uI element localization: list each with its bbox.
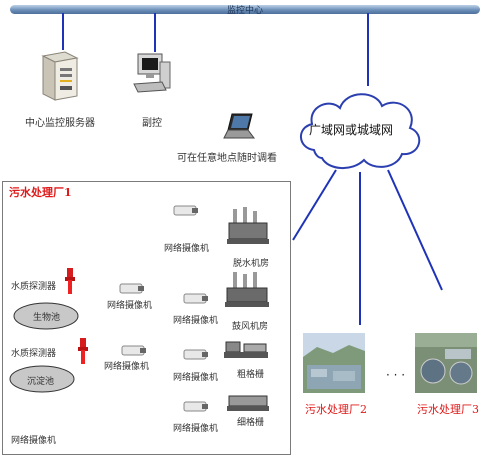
dewatering-house-icon <box>227 207 269 244</box>
server-label: 中心监控服务器 <box>25 118 95 129</box>
building1-label: 脱水机房 <box>233 259 270 269</box>
plant2-photo <box>303 333 365 393</box>
laptop-icon <box>223 113 255 139</box>
plant3-title: 污水处理厂3 <box>417 403 479 416</box>
settling-pool-icon <box>9 365 75 393</box>
control-label: 副控 <box>142 118 162 129</box>
monitoring-center-label: 监控中心 <box>226 6 263 16</box>
building2-label: 鼓风机房 <box>232 322 269 332</box>
water-quality-sensor-icon <box>65 268 75 294</box>
cam-right1-label: 网络摄像机 <box>173 316 219 326</box>
sensor1-label: 水质探测器 <box>11 282 57 292</box>
building3-label: 粗格栅 <box>237 370 265 380</box>
computer-icon <box>133 53 171 93</box>
water-quality-sensor-icon <box>78 338 88 364</box>
sensor2-label: 水质探测器 <box>11 349 57 359</box>
pool2-label: 沉淀池 <box>27 377 55 387</box>
more-plants-dots: · · · <box>386 368 406 382</box>
cam-top-label: 网络摄像机 <box>164 244 210 254</box>
plant3-link <box>387 169 443 291</box>
building4-label: 细格栅 <box>237 418 265 428</box>
blower-house-icon <box>225 272 269 307</box>
plant1-link <box>292 169 337 241</box>
network-camera-icon <box>119 283 144 294</box>
cam-bottom-label: 网络摄像机 <box>11 436 57 446</box>
network-label: 广域网或城域网 <box>309 123 394 137</box>
plant3-photo <box>415 333 477 393</box>
server-icon <box>41 51 79 101</box>
network-camera-icon <box>121 345 146 356</box>
bio-pool-icon <box>13 302 79 330</box>
network-camera-icon <box>183 401 208 412</box>
cam-mid2-label: 网络摄像机 <box>104 362 150 372</box>
mobile-view-label: 可在任意地点随时调看 <box>177 153 277 164</box>
plant1-title: 污水处理厂1 <box>9 186 72 199</box>
network-camera-icon <box>183 349 208 360</box>
plant2-title: 污水处理厂2 <box>305 403 367 416</box>
monitoring-center-bus: 监控中心 <box>10 5 480 16</box>
fine-screen-icon <box>227 395 269 411</box>
network-camera-icon <box>173 205 198 216</box>
cam-right3-label: 网络摄像机 <box>173 424 219 434</box>
coarse-screen-icon <box>224 341 268 358</box>
pool1-label: 生物池 <box>33 313 61 323</box>
cloud-icon <box>300 93 421 169</box>
cam-right2-label: 网络摄像机 <box>173 373 219 383</box>
cam-mid1-label: 网络摄像机 <box>107 301 153 311</box>
network-camera-icon <box>183 293 208 304</box>
